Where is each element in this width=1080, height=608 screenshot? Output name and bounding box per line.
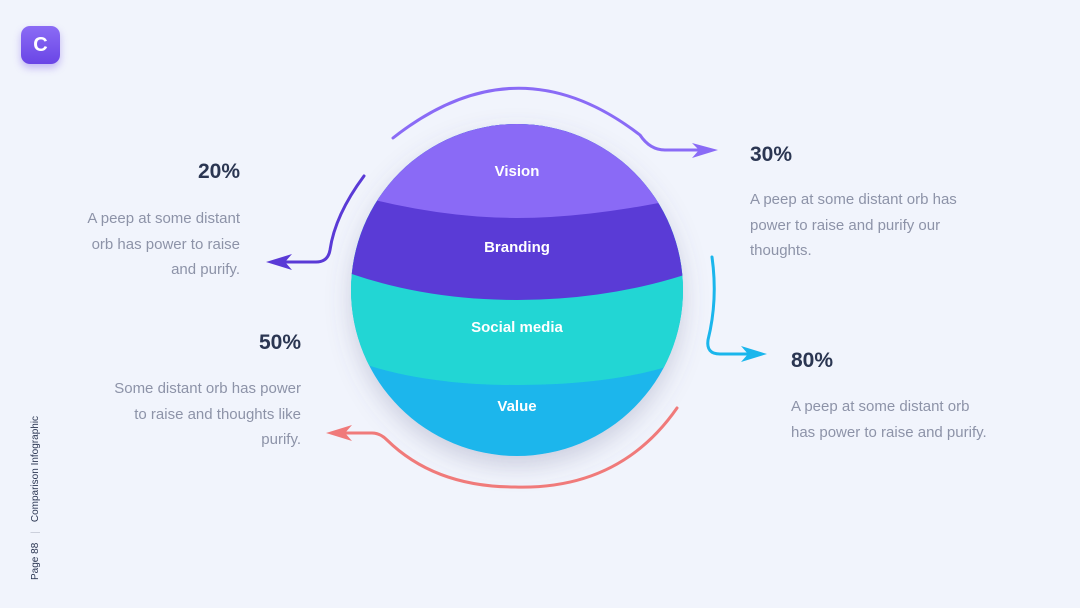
- callout-30-text: A peep at some distant orb has power to …: [750, 191, 957, 259]
- page-footer: Page 88 | Comparison Infographic: [30, 416, 41, 580]
- page-number: Page 88: [30, 542, 41, 580]
- callout-50-text: Some distant orb has power to raise and …: [114, 380, 301, 448]
- callout-80-text: A peep at some distant orb has power to …: [791, 398, 987, 441]
- arrow-20-icon: [266, 174, 366, 270]
- arrow-30-icon: [391, 86, 718, 158]
- logo-badge: C: [21, 26, 60, 64]
- segment-label-social-media: Social media: [471, 319, 563, 336]
- logo-letter: C: [33, 33, 48, 56]
- callout-20-text: A peep at some distant orb has power to …: [87, 210, 240, 278]
- callout-80-percent: 80%: [791, 349, 834, 372]
- callout-20-percent: 20%: [197, 160, 240, 183]
- callout-30-percent: 30%: [750, 143, 793, 166]
- segment-label-branding: Branding: [484, 239, 550, 256]
- arrow-50-icon: [326, 406, 679, 489]
- segment-label-value: Value: [497, 398, 536, 415]
- footer-title: Comparison Infographic: [30, 415, 41, 523]
- arrow-80-icon: [706, 255, 767, 362]
- segment-label-vision: Vision: [495, 163, 540, 180]
- footer-separator: |: [30, 531, 41, 534]
- sphere: [351, 124, 683, 456]
- callout-50-percent: 50%: [258, 331, 301, 354]
- segment-vision: [351, 124, 683, 218]
